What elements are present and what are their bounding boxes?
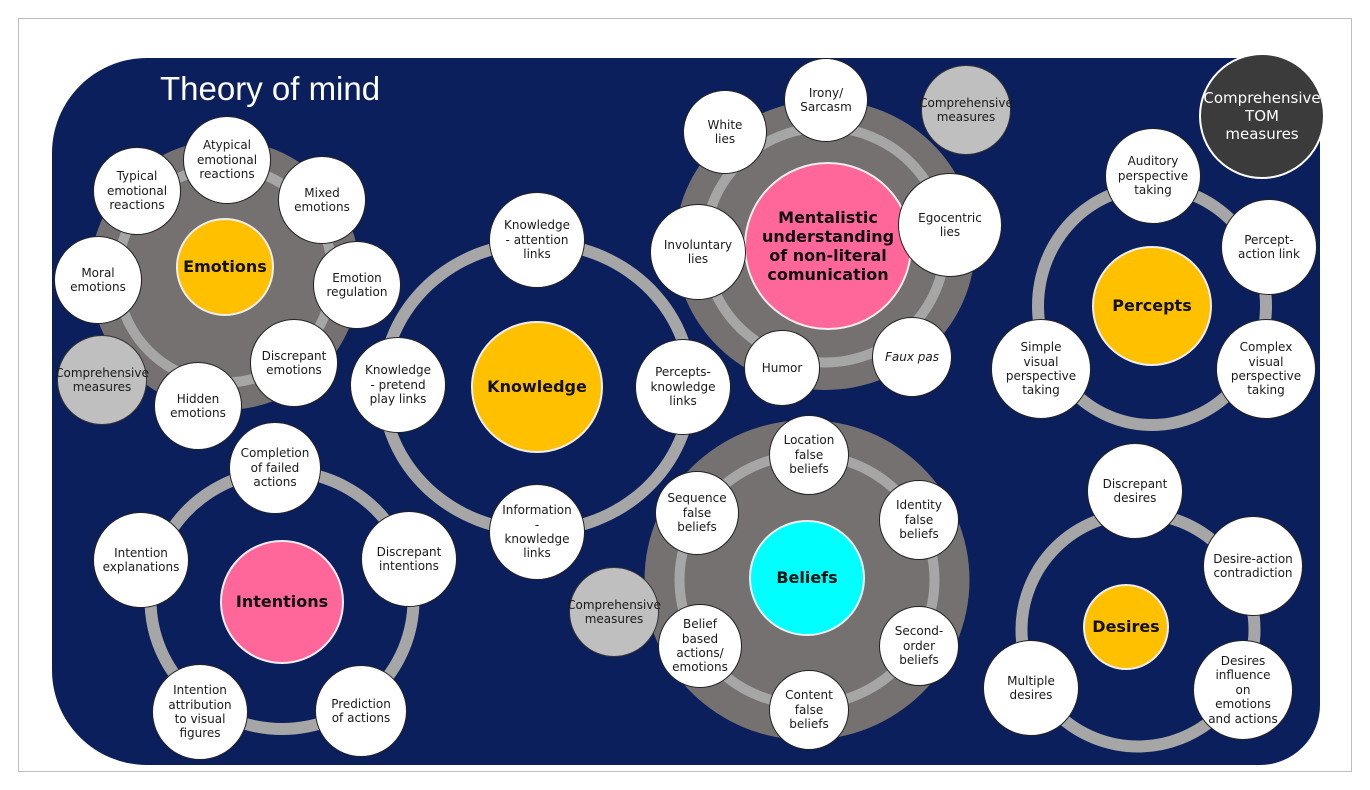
percepts-item: Percept- action link bbox=[1221, 199, 1317, 295]
knowledge-item: Percepts- knowledge links bbox=[635, 339, 731, 435]
emotions-item: Atypical emotional reactions bbox=[183, 116, 271, 204]
emotions-core: Emotions bbox=[176, 218, 274, 316]
beliefs-item: Second- order beliefs bbox=[879, 606, 959, 686]
emotions-item: Typical emotional reactions bbox=[93, 147, 181, 235]
emotions-item: Discrepant emotions bbox=[250, 319, 338, 407]
figure-frame bbox=[18, 18, 1352, 772]
knowledge-core: Knowledge bbox=[471, 321, 603, 453]
desires-item: Desires influence on emotions and action… bbox=[1193, 640, 1293, 740]
mentalistic-item: Irony/ Sarcasm bbox=[784, 58, 868, 142]
knowledge-item: Information - knowledge links bbox=[489, 484, 585, 580]
percepts-item: Complex visual perspective taking bbox=[1216, 319, 1316, 419]
beliefs-item: Belief based actions/ emotions bbox=[658, 604, 742, 688]
beliefs-item: Sequence false beliefs bbox=[655, 471, 739, 555]
mentalistic-item: White lies bbox=[683, 90, 767, 174]
desires-item: Multiple desires bbox=[983, 640, 1079, 736]
beliefs-comprehensive-measures: Comprehensive measures bbox=[567, 567, 661, 657]
desires-item: Discrepant desires bbox=[1087, 443, 1183, 539]
emotions-item: Emotion regulation bbox=[313, 241, 401, 329]
beliefs-item: Identity false beliefs bbox=[879, 480, 959, 560]
desires-item: Desire-action contradiction bbox=[1203, 516, 1303, 616]
intentions-item: Intention attribution to visual figures bbox=[152, 664, 248, 760]
mentalistic-item: Faux pas bbox=[872, 317, 952, 397]
mentalistic-item: Egocentric lies bbox=[898, 173, 1002, 277]
intentions-item: Discrepant intentions bbox=[361, 511, 457, 607]
mentalistic-core: Mentalistic understanding of non-literal… bbox=[744, 162, 912, 330]
mentalistic-item: Humor bbox=[744, 330, 820, 406]
knowledge-item: Knowledge - pretend play links bbox=[350, 337, 446, 433]
comprehensive-tom-measures: Comprehensive TOM measures bbox=[1199, 53, 1325, 179]
beliefs-item: Location false beliefs bbox=[769, 415, 849, 495]
emotions-item: Hidden emotions bbox=[154, 362, 242, 450]
mentalistic-item: Involuntary lies bbox=[650, 204, 746, 300]
emotions-comprehensive-measures: Comprehensive measures bbox=[55, 335, 149, 425]
knowledge-item: Knowledge - attention links bbox=[489, 192, 585, 288]
beliefs-item: Content false beliefs bbox=[769, 670, 849, 750]
intentions-item: Intention explanations bbox=[93, 512, 189, 608]
percepts-item: Simple visual perspective taking bbox=[991, 319, 1091, 419]
beliefs-core: Beliefs bbox=[749, 520, 865, 636]
intentions-item: Completion of failed actions bbox=[229, 422, 321, 514]
percepts-item: Auditory perspective taking bbox=[1105, 128, 1201, 224]
percepts-core: Percepts bbox=[1092, 246, 1212, 366]
diagram-title: Theory of mind bbox=[160, 70, 381, 107]
mentalistic-comprehensive-measures: Comprehensive measures bbox=[919, 65, 1013, 155]
emotions-item: Mixed emotions bbox=[278, 156, 366, 244]
emotions-item: Moral emotions bbox=[54, 236, 142, 324]
desires-core: Desires bbox=[1083, 584, 1169, 670]
intentions-core: Intentions bbox=[220, 540, 344, 664]
intentions-item: Prediction of actions bbox=[315, 665, 407, 757]
